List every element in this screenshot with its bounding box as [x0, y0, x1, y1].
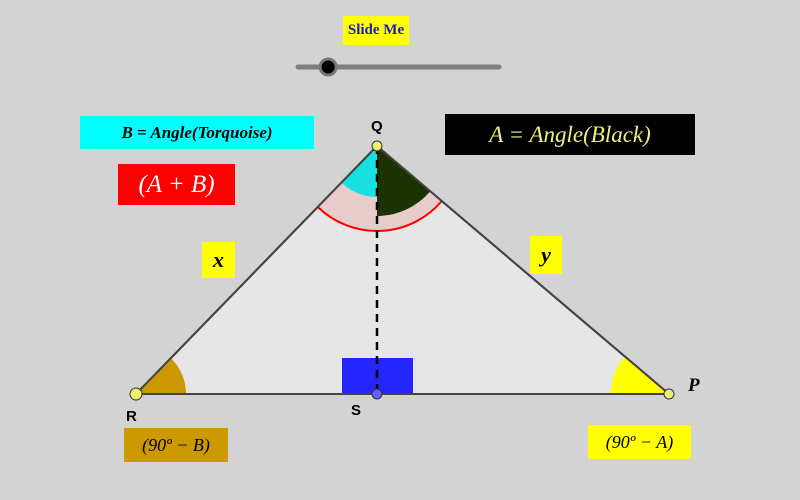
point-s[interactable]	[371, 388, 383, 400]
point-q-label: Q	[371, 118, 383, 135]
slider-handle[interactable]	[318, 57, 338, 77]
angle-r	[136, 358, 186, 394]
angle-a-black	[377, 146, 431, 216]
side-qp	[376, 145, 670, 395]
slider-label: Slide Me	[343, 16, 409, 45]
angle-p	[611, 356, 669, 394]
angle-b-definition: B = Angle(Torquoise)	[80, 116, 314, 149]
side-x-label: x	[202, 242, 235, 278]
angle-r-label: (90º − B)	[124, 428, 228, 462]
red-arc	[317, 200, 443, 232]
point-p[interactable]	[663, 388, 675, 400]
angle-a-definition: A = Angle(Black)	[445, 114, 695, 155]
angle-sum-label: (A + B)	[118, 164, 235, 205]
angle-b-turquoise	[341, 146, 377, 197]
point-q[interactable]	[371, 140, 383, 152]
side-y-label: y	[530, 236, 562, 274]
point-r-label: R	[126, 408, 137, 425]
point-r[interactable]	[129, 387, 143, 401]
point-p-label: P	[688, 375, 700, 396]
point-s-label: S	[351, 402, 362, 419]
angle-p-label: (90º − A)	[588, 425, 691, 459]
side-qr	[135, 145, 378, 395]
